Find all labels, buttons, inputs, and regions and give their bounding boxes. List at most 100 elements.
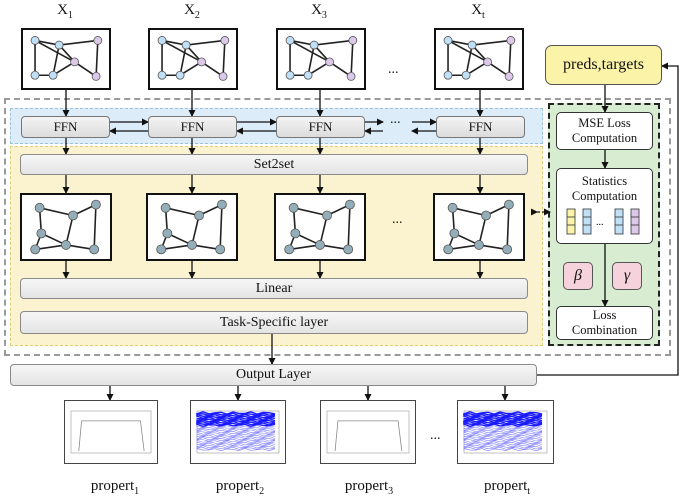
- graph-node: [218, 72, 228, 81]
- graph-node: [93, 36, 103, 45]
- graph-node: [61, 240, 71, 250]
- graph-svg: [30, 36, 103, 81]
- graph-node: [504, 72, 514, 81]
- plot-series-line: [196, 429, 276, 433]
- graph-node: [502, 244, 513, 255]
- graph-edge: [319, 215, 328, 246]
- tensor-blue-2: [614, 208, 623, 235]
- graph-node: [290, 228, 301, 239]
- graph-edge: [39, 207, 74, 217]
- plot-series-line: [196, 413, 276, 418]
- plot-series-line: [463, 448, 543, 452]
- plot-series-line: [196, 419, 276, 424]
- plot-frame: [326, 410, 410, 454]
- graph-edge: [289, 244, 321, 251]
- plot-series-line: [463, 430, 543, 434]
- graph-node: [348, 36, 358, 45]
- graph-node: [215, 244, 226, 255]
- plot-series-line: [196, 420, 276, 425]
- graph-node: [220, 36, 230, 45]
- graph-node: [48, 70, 58, 80]
- plot-series-line: [196, 415, 276, 420]
- graph-node: [322, 210, 332, 221]
- input-ellipsis: ...: [388, 62, 399, 77]
- feedback-loop-line: [537, 62, 679, 376]
- graph-edge: [447, 39, 488, 63]
- graph-node: [54, 40, 64, 50]
- graph-svg: [156, 199, 227, 255]
- plot-series-line: [463, 425, 543, 429]
- plot-series-line: [463, 437, 543, 441]
- graph-edge: [448, 244, 480, 251]
- graph-node: [461, 70, 471, 80]
- graph-svg: [30, 199, 101, 255]
- plot-ellipsis: ...: [430, 428, 441, 443]
- graph-node: [443, 244, 454, 255]
- plot-series-line: [463, 415, 543, 420]
- plot-svg: [326, 410, 410, 454]
- graph-node: [346, 72, 356, 81]
- ffn-block-t: FFN: [436, 116, 525, 138]
- ffn-block-2: FFN: [148, 116, 237, 138]
- set2set-layer: Set2set: [20, 154, 528, 175]
- plot-series-line: [463, 442, 543, 446]
- ffn-block-1: FFN: [21, 116, 110, 138]
- plot-series-line: [463, 435, 543, 440]
- readout-graph-3: [274, 193, 366, 261]
- plot-series-line: [463, 431, 543, 435]
- graph-edge: [314, 39, 353, 46]
- graph-edge: [465, 44, 473, 76]
- graph-node: [345, 199, 355, 210]
- graph-node: [197, 57, 206, 67]
- graph-node: [156, 244, 167, 255]
- plot-series-line: [196, 433, 276, 437]
- plot-series-line: [196, 430, 276, 434]
- plot-series-line: [334, 420, 403, 452]
- outer-dashed-frame: [4, 98, 671, 356]
- graph-svg: [284, 199, 355, 255]
- graph-node: [30, 244, 41, 255]
- graph-node: [175, 70, 185, 80]
- graph-node: [474, 240, 484, 250]
- graph-node: [506, 36, 516, 45]
- graph-node: [68, 210, 78, 221]
- input-label-1: X1: [57, 2, 73, 21]
- input-graph-1: [21, 28, 111, 90]
- graph-node: [91, 199, 101, 210]
- graph-edge: [452, 207, 487, 217]
- graph-node: [443, 70, 453, 80]
- graph-node: [157, 36, 167, 45]
- graph-node: [157, 70, 167, 80]
- plot-svg: [70, 410, 152, 454]
- graph-edge: [52, 44, 60, 76]
- input-graph-3: [276, 28, 366, 90]
- graph-edge: [35, 244, 67, 251]
- graph-node: [181, 40, 191, 50]
- graph-node: [303, 70, 313, 80]
- graph-node: [481, 210, 491, 221]
- graph-svg: [285, 36, 358, 81]
- graph-node: [285, 36, 295, 45]
- preds-targets-box: preds,targets: [545, 45, 662, 85]
- graph-node: [30, 36, 40, 45]
- graph-edge: [65, 215, 74, 246]
- graph-node: [284, 244, 295, 255]
- gamma-coefficient: γ: [612, 262, 642, 290]
- plot-series-line: [196, 441, 276, 445]
- property-label-1: propert1: [90, 478, 140, 497]
- plot-svg: [196, 410, 280, 454]
- graph-node: [187, 240, 197, 250]
- plot-series-line: [463, 429, 543, 433]
- tensor-yellow: [566, 208, 575, 235]
- plot-series-line: [196, 444, 276, 448]
- property-plot-t: [457, 400, 554, 464]
- graph-edge: [95, 40, 99, 77]
- graph-node: [162, 228, 173, 239]
- beta-coefficient: β: [563, 262, 593, 290]
- plot-series-line: [196, 411, 276, 415]
- plot-series-line: [463, 445, 543, 449]
- statistics-label: Statistics Computation: [571, 174, 638, 203]
- plot-series-line: [196, 446, 276, 450]
